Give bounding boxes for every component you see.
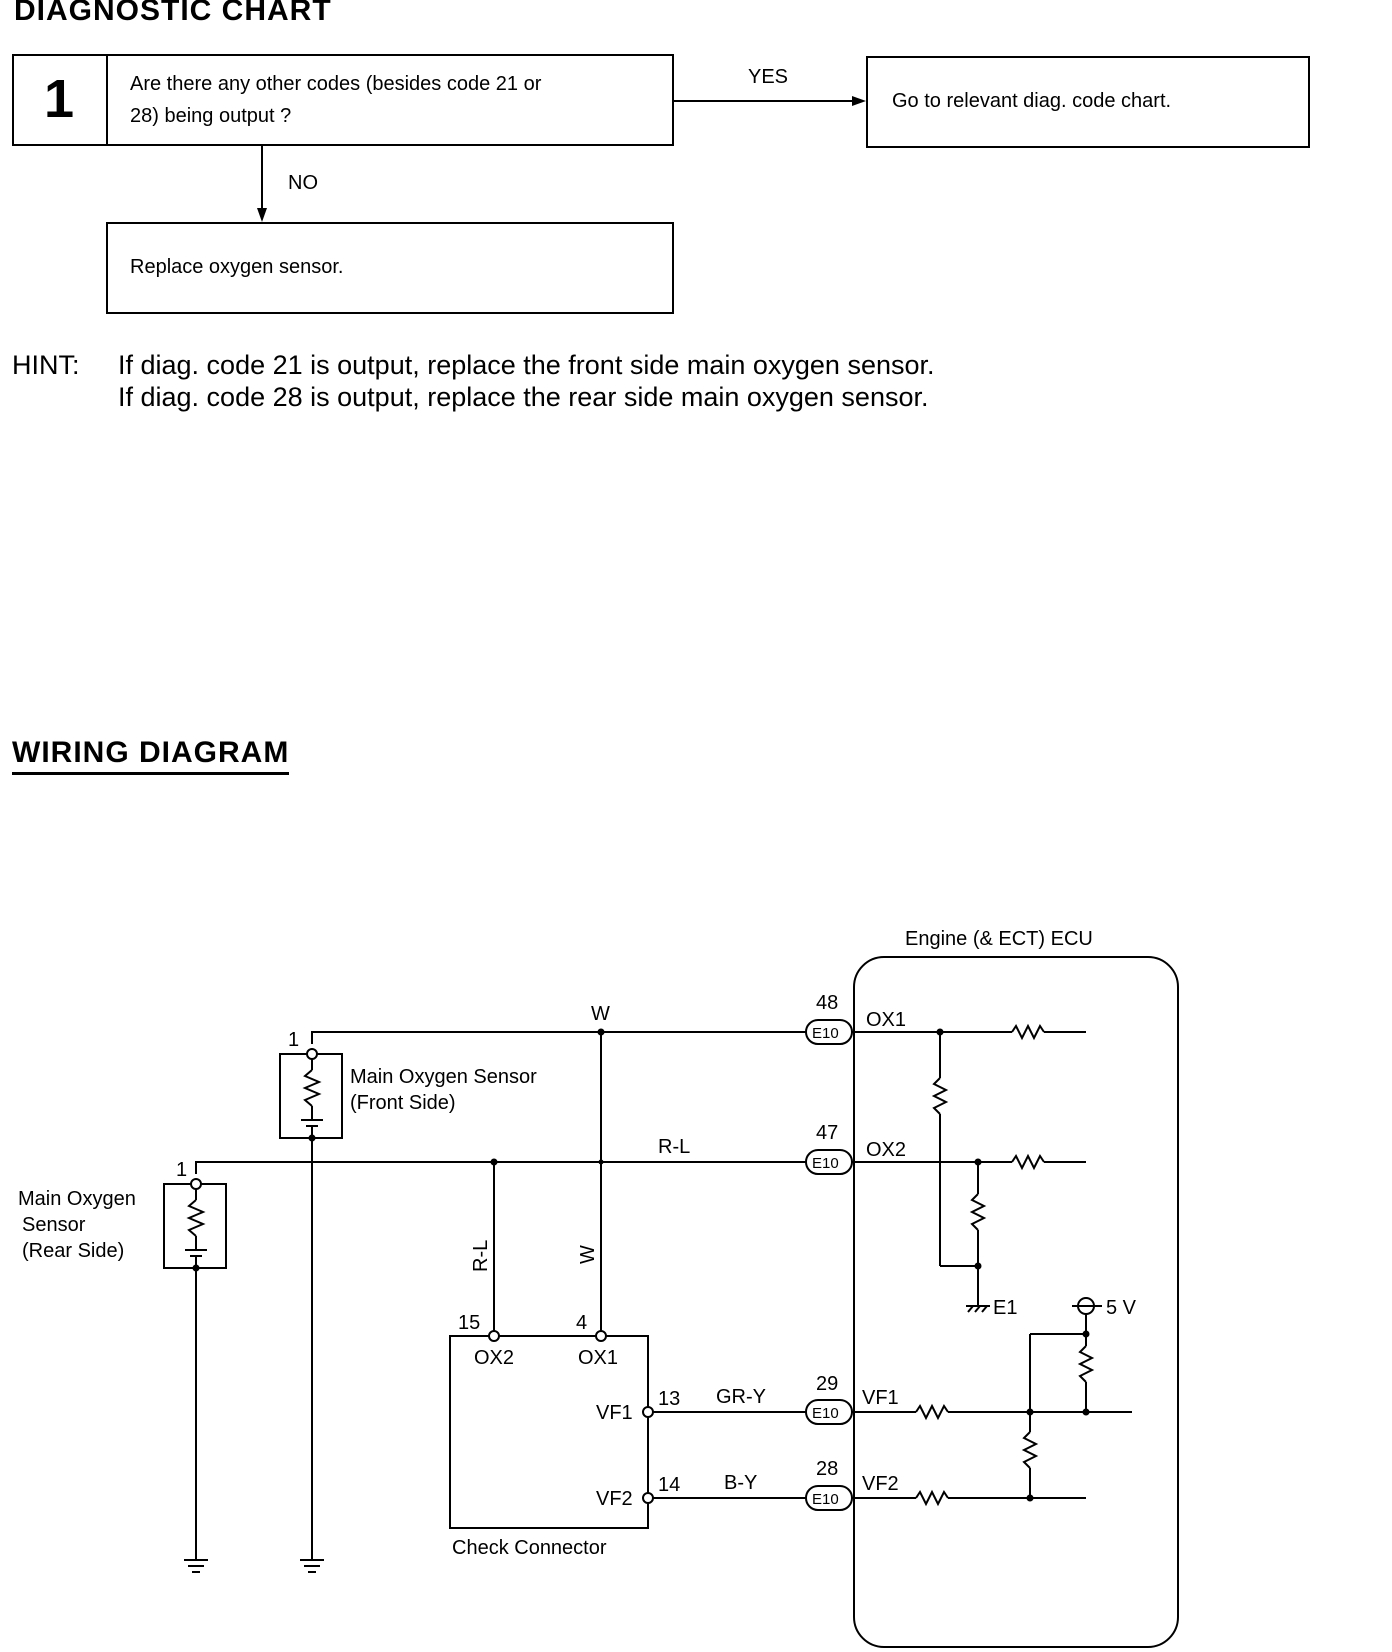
hint-line1: If diag. code 21 is output, replace the …: [118, 350, 935, 380]
ox1-resistor-icon: [1011, 1023, 1045, 1041]
wire-rl-label: R-L: [658, 1136, 690, 1158]
check-connector-title: Check Connector: [452, 1537, 607, 1559]
vf2-resistor-icon: [915, 1489, 949, 1507]
check-connector-terminal-13: [642, 1406, 654, 1418]
no-result-text: Replace oxygen sensor.: [130, 256, 344, 278]
yes-result-box: [866, 56, 1310, 148]
ecu-5v-label: 5 V: [1106, 1297, 1137, 1319]
rear-sensor-label-line1: Main Oxygen: [18, 1188, 136, 1210]
flow-arrows: [257, 96, 866, 222]
check-ox1-label: OX1: [578, 1347, 618, 1369]
check-connector-terminal-15: [488, 1330, 500, 1342]
yes-label: YES: [748, 66, 789, 88]
ox1-pulldown-resistor-icon: [931, 1077, 949, 1115]
hint-line2: If diag. code 28 is output, replace the …: [118, 382, 929, 412]
yes-result-text: Go to relevant diag. code chart.: [892, 90, 1172, 112]
rear-sensor-label-line3: (Rear Side): [22, 1240, 124, 1262]
yes-arrow: [674, 96, 866, 106]
wiring-schematic: Engine (& ECT) ECU 1 Main Oxygen Sensor …: [18, 928, 1179, 1648]
ecu-vf2-label: VF2: [862, 1473, 899, 1495]
wiring-diagram-title: WIRING DIAGRAM: [12, 734, 290, 775]
wire-w-vertical-label: W: [577, 1245, 599, 1264]
hint-label: HINT:: [12, 350, 80, 380]
vf-pulldown-resistor-icon: [1021, 1431, 1039, 1469]
wire-w-label: W: [591, 1003, 610, 1025]
no-result-box: [106, 222, 674, 314]
ecu-vf1-label: VF1: [862, 1387, 899, 1409]
check-pin-14: 14: [658, 1474, 680, 1496]
wire-rl: [195, 1161, 806, 1174]
check-vf2-label: VF2: [596, 1488, 633, 1510]
no-label: NO: [288, 172, 318, 194]
front-sensor-label-line1: Main Oxygen Sensor: [350, 1066, 537, 1088]
rear-sensor-label-line2: Sensor: [22, 1214, 86, 1236]
ox2-pulldown-resistor-icon: [969, 1193, 987, 1231]
front-sensor-pin: 1: [288, 1029, 299, 1051]
connector-e10-28-label: E10: [812, 1491, 839, 1508]
pin-29-label: 29: [816, 1373, 838, 1395]
step-1-box: [12, 54, 674, 146]
wire-rl-vertical-label: R-L: [470, 1240, 492, 1272]
ecu-outline: [853, 956, 1179, 1648]
step-question-line1: Are there any other codes (besides code …: [130, 73, 542, 95]
step-divider: [106, 54, 108, 146]
front-sensor-resistor-icon: [302, 1069, 322, 1107]
check-connector-box: [449, 1335, 649, 1529]
wire-w: [311, 1031, 806, 1044]
rear-sensor-terminal: [190, 1178, 202, 1190]
step-number: 1: [43, 69, 75, 129]
ox2-resistor-icon: [1011, 1153, 1045, 1171]
rear-sensor-pin: 1: [176, 1159, 187, 1181]
ecu-title: Engine (& ECT) ECU: [905, 928, 1093, 950]
5v-resistor-icon: [1077, 1345, 1095, 1383]
step-question-line2: 28) being output ?: [130, 105, 292, 127]
rear-sensor-resistor-icon: [186, 1199, 206, 1237]
check-pin-4: 4: [576, 1312, 587, 1334]
check-connector-terminal-4: [595, 1330, 607, 1342]
ecu-e1-label: E1: [993, 1297, 1017, 1319]
ecu-ox1-label: OX1: [866, 1009, 906, 1031]
no-arrow: [257, 146, 267, 222]
check-ox2-label: OX2: [474, 1347, 514, 1369]
pin-47-label: 47: [816, 1122, 838, 1144]
diagnostic-chart-title: DIAGNOSTIC CHART: [14, 0, 332, 27]
check-connector-terminal-14: [642, 1492, 654, 1504]
check-vf1-label: VF1: [596, 1402, 633, 1424]
check-pin-15: 15: [458, 1312, 480, 1334]
vf1-resistor-icon: [915, 1403, 949, 1421]
wire-gry-label: GR-Y: [716, 1386, 766, 1408]
front-sensor-terminal: [306, 1048, 318, 1060]
check-pin-13: 13: [658, 1388, 680, 1410]
wire-by-label: B-Y: [724, 1472, 757, 1494]
pin-28-label: 28: [816, 1458, 838, 1480]
pin-48-label: 48: [816, 992, 838, 1014]
front-sensor-label-line2: (Front Side): [350, 1092, 456, 1114]
connector-e10-48-label: E10: [812, 1025, 839, 1042]
connector-e10-47-label: E10: [812, 1155, 839, 1172]
ecu-ox2-label: OX2: [866, 1139, 906, 1161]
connector-e10-29-label: E10: [812, 1405, 839, 1422]
